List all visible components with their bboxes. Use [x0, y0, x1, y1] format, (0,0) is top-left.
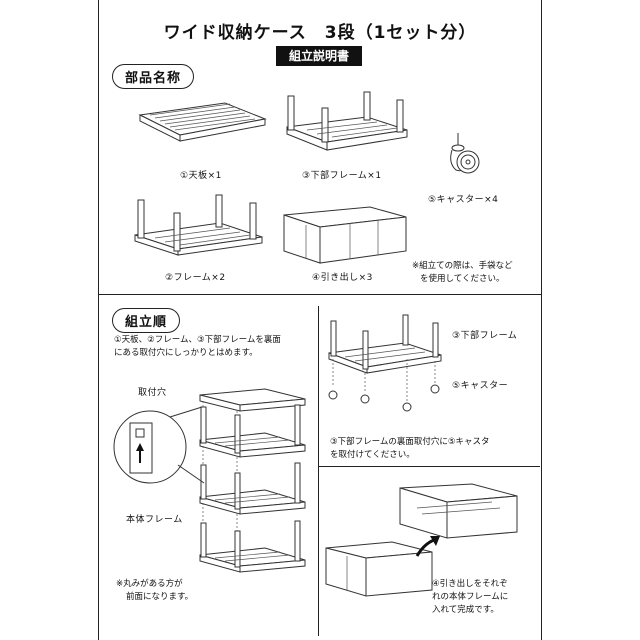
part-label-drawer: ④引き出し×3 [312, 273, 373, 283]
bottom-right-rule [541, 295, 542, 640]
part-label-top-panel: ①天板×1 [180, 171, 222, 181]
drawer-insert-illustration [325, 483, 518, 597]
bottom-left-rule [98, 295, 99, 640]
caster-attach-illustration [328, 314, 442, 412]
step3-text: ④引き出しをそれぞ れの本体フレームに 入れて完成です。 [432, 578, 508, 617]
body-frame-label: 本体フレーム [126, 515, 183, 525]
gloves-note-line: を使用してください。 [420, 274, 505, 284]
step-divider [318, 466, 540, 467]
step1-text: ①天板、②フレーム、③下部フレームを裏面 にある取付穴にしっかりとはめます。 [114, 334, 281, 360]
round-note-line: ※丸みがある方が [116, 579, 183, 589]
assembly-heading: 組立順 [112, 308, 181, 333]
parts-heading: 部品名称 [112, 64, 195, 89]
round-note-line: 前面になります。 [126, 592, 194, 602]
step3-line: 入れて完成です。 [432, 605, 499, 615]
top-panel-illustration [138, 102, 267, 142]
step3-line: れの本体フレームに [432, 592, 509, 602]
gloves-note: ※組立ての際は、手袋など を使用してください。 [412, 260, 513, 286]
stacked-unit-illustration [199, 388, 306, 573]
caster-callout: ⑤キャスター [452, 381, 509, 391]
part-label-frame: ②フレーム×2 [165, 273, 226, 283]
lower-frame-callout: ③下部フレーム [452, 331, 518, 341]
step3-line: ④引き出しをそれぞ [432, 579, 508, 589]
caster-illustration [450, 133, 480, 174]
frame-illustration [134, 194, 263, 256]
hole-detail-magnifier [113, 406, 205, 484]
top-right-rule [541, 0, 542, 294]
column-divider [318, 306, 319, 636]
lower-frame-illustration [286, 91, 408, 151]
step2-text: ③下部フレームの裏面取付穴に⑤キャスタ を取付けてください。 [330, 436, 490, 462]
part-label-caster: ⑤キャスター×4 [428, 195, 499, 205]
manual-subtitle: 組立説明書 [276, 46, 362, 66]
step2-line: ③下部フレームの裏面取付穴に⑤キャスタ [330, 437, 490, 447]
page-title: ワイド収納ケース 3段（1セット分） [163, 23, 477, 43]
step2-line: を取付けてください。 [330, 450, 415, 460]
drawer-illustration [283, 206, 407, 264]
gloves-note-line: ※組立ての際は、手袋など [412, 261, 513, 271]
hole-label: 取付穴 [138, 388, 167, 398]
step1-line: ①天板、②フレーム、③下部フレームを裏面 [114, 335, 281, 345]
section-divider [98, 294, 542, 295]
part-label-lower-frame: ③下部フレーム×1 [302, 171, 382, 181]
top-left-rule [98, 0, 99, 294]
round-note: ※丸みがある方が 前面になります。 [116, 578, 193, 604]
step1-line: にある取付穴にしっかりとはめます。 [114, 348, 258, 358]
